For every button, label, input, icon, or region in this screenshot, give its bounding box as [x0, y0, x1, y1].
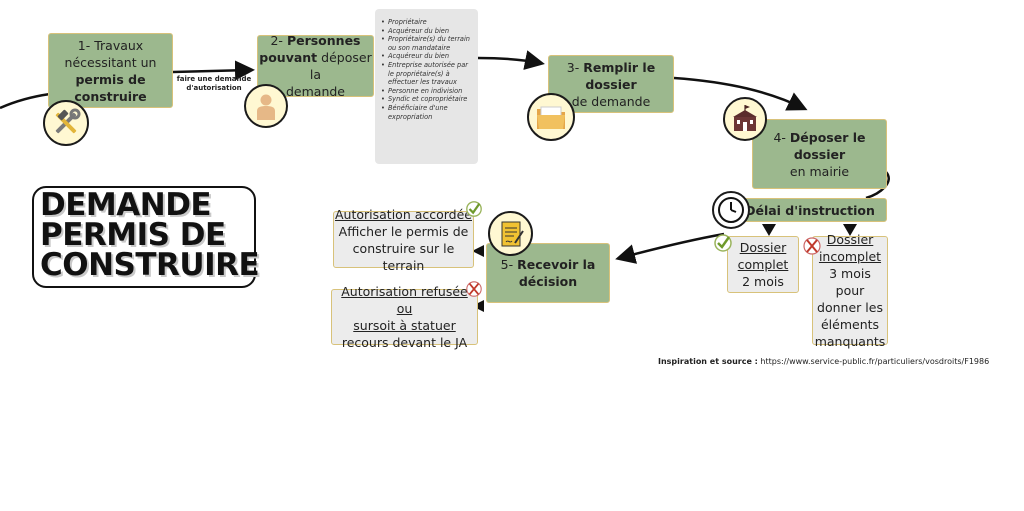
person-icon — [244, 84, 288, 128]
list-item: Propriétaire — [381, 18, 473, 27]
step-3-text: de demande — [571, 93, 651, 109]
connector-3-4 — [673, 76, 808, 111]
complet-line1: Dossier — [739, 240, 787, 255]
cross-icon — [803, 237, 821, 255]
step-4-text: en mairie — [789, 163, 850, 179]
step-2-text2: déposer la — [309, 50, 372, 82]
step-1-text3: permis de — [75, 71, 146, 87]
source-label: Inspiration et source : — [658, 357, 758, 366]
step-1-num: 1- — [77, 37, 91, 53]
incomplet-line3: 3 mois pour — [829, 266, 871, 298]
list-item: Bénéficiaire d'une expropriation — [381, 104, 473, 121]
connector-start — [0, 92, 51, 110]
step-5-bold1: Recevoir la — [517, 257, 596, 272]
complet-line3: 2 mois — [742, 274, 784, 289]
persons-list: Propriétaire Acquéreur du bien Propriéta… — [375, 9, 478, 164]
step-2-box: 2- Personnes pouvant déposer la demande — [257, 33, 374, 99]
refusee-box: Autorisation refusée ou sursoit à statue… — [331, 284, 478, 350]
edge-1-line1: faire une demande — [176, 75, 252, 83]
incomplet-box: Dossier incomplet 3 mois pour donner les… — [812, 232, 888, 349]
accordee-text2: construire sur le terrain — [352, 240, 455, 273]
clock-icon — [712, 191, 750, 229]
step-1-text1: Travaux — [94, 37, 144, 53]
complet-line2: complet — [737, 257, 789, 272]
delai-box: Délai d'instruction — [733, 198, 887, 222]
step-2-bold2: pouvant — [259, 50, 318, 65]
list-item: Entreprise autorisée par le propriétaire… — [381, 61, 473, 87]
document-signed-icon — [488, 211, 533, 256]
step-4-bold: Déposer le dossier — [789, 129, 866, 162]
step-3-bold: Remplir le dossier — [583, 59, 656, 92]
folder-icon — [527, 93, 575, 141]
title-line2: PERMIS DE — [40, 217, 226, 253]
arrow-refusee — [472, 300, 484, 312]
check-icon — [466, 201, 482, 217]
arrow-accordee — [472, 245, 484, 257]
town-hall-icon — [723, 97, 767, 141]
arrow-complet — [762, 224, 776, 236]
step-5-num: 5- — [500, 257, 514, 272]
step-2-text3: demande — [285, 84, 345, 99]
cross-icon — [466, 281, 482, 297]
edge-1-label: faire une demande d'autorisation — [176, 75, 252, 93]
list-item: Syndic et copropriétaire — [381, 95, 473, 104]
step-2-num: 2- — [270, 33, 283, 48]
step-1-text4: construire — [74, 88, 147, 104]
incomplet-line2: incomplet — [818, 249, 882, 264]
list-item: Acquéreur du bien — [381, 27, 473, 36]
complet-box: Dossier complet 2 mois — [727, 236, 799, 293]
connector-delai-5 — [615, 232, 725, 264]
list-item: Personne en indivision — [381, 87, 473, 96]
source-url[interactable]: https://www.service-public.fr/particulie… — [760, 357, 990, 366]
refusee-text: recours devant le JA — [341, 335, 468, 350]
incomplet-line1: Dossier — [826, 232, 874, 247]
connector-2-3 — [477, 50, 545, 70]
step-4-box: 4- Déposer le dossier en mairie — [752, 119, 887, 189]
list-item: Propriétaire(s) du terrain ou son mandat… — [381, 35, 473, 52]
arrow-incomplet — [843, 224, 857, 236]
accordee-text1: Afficher le permis de — [338, 223, 469, 239]
list-item: Acquéreur du bien — [381, 52, 473, 61]
title-line1: DEMANDE — [40, 187, 212, 223]
delai-label: Délai d'instruction — [745, 202, 875, 218]
title-line3: CONSTRUIRE — [40, 247, 260, 283]
accordee-title: Autorisation accordée — [334, 206, 472, 222]
step-1-box: 1- Travaux nécessitant un permis de cons… — [48, 33, 173, 108]
step-2-bold1: Personnes — [286, 33, 361, 48]
edge-1-line2: d'autorisation — [186, 84, 242, 92]
step-1-text2: nécessitant un — [64, 54, 157, 70]
accordee-box: Autorisation accordée Afficher le permis… — [333, 207, 474, 273]
incomplet-line4: donner les — [817, 300, 883, 315]
step-3-num: 3- — [566, 59, 580, 75]
incomplet-line6: manquants — [814, 334, 886, 349]
tools-icon — [43, 100, 89, 146]
source-line: Inspiration et source : https://www.serv… — [658, 357, 989, 366]
incomplet-line5: éléments — [820, 317, 880, 332]
refusee-title2: sursoit à statuer — [353, 318, 456, 333]
refusee-title1: Autorisation refusée ou — [341, 284, 468, 316]
connector-1-2 — [172, 60, 255, 81]
step-5-bold2: décision — [518, 274, 578, 289]
step-4-num: 4- — [773, 129, 786, 145]
page-title: DEMANDE PERMIS DE CONSTRUIRE — [32, 186, 260, 288]
check-icon — [714, 234, 732, 252]
